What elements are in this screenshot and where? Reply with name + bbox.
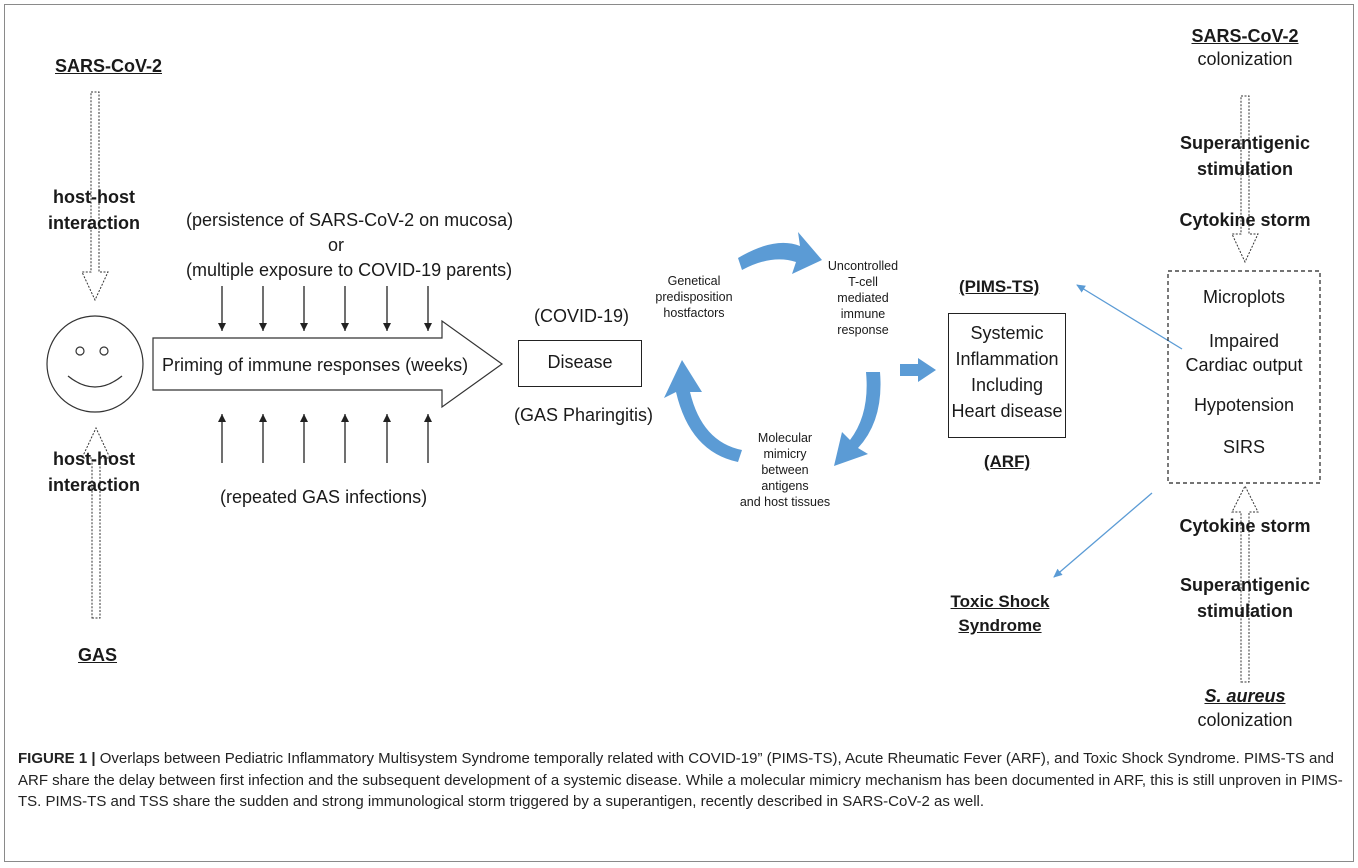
s-aureus-colonization-label: colonization [1197,710,1293,730]
symptom-hypotension: Hypotension [1193,395,1295,415]
gas-pharingitis-label: (GAS Pharingitis) [514,405,654,425]
sars-colonization-arrow [1231,95,1259,264]
symptom-sirs: SIRS [1222,437,1265,457]
priming-arrow [152,319,504,409]
repeated-infections-label: (repeated GAS infections) [220,487,428,507]
cycle-arrow-top [738,232,822,274]
pims-ts-label: (PIMS-TS) [959,277,1040,296]
cycle-arrow-left [664,360,742,462]
disease-box [518,340,642,387]
figure-label: FIGURE 1 | [18,750,96,767]
s-aureus-source: S. aureus [1204,686,1286,706]
to-tss-arrow [1053,492,1153,578]
sars-to-host-arrow [81,91,109,302]
gas-to-host-arrow [81,426,111,619]
cycle-arrow-right [834,372,881,466]
systemic-box [948,313,1066,438]
figure-frame [4,4,1354,862]
cytokine-storm-bottom: Cytokine storm [1179,516,1311,536]
tss-symptoms-list: Microplots Impaired Cardiac output Hypot… [1168,285,1320,459]
symptom-cardiac-output: Cardiac output [1185,355,1303,375]
figure-caption: FIGURE 1 | Overlaps between Pediatric In… [18,748,1343,813]
infection-up-arrows [218,414,432,463]
host-face-icon [46,315,144,413]
immune-cycle-arrows [664,232,936,466]
cycle-to-systemic-arrow [900,358,936,382]
priming-arrow-label: Priming of immune responses (weeks) [162,355,469,375]
sars-cov2-colonization-source: SARS-CoV-2 [1191,26,1299,46]
priming-exposure-text: (persistence of SARS-CoV-2 on mucosa) or… [186,210,514,280]
covid19-label: (COVID-19) [534,306,630,326]
sars-colonization-label: colonization [1197,49,1293,69]
cytokine-storm-top: Cytokine storm [1179,210,1311,230]
sars-cov2-source-label: SARS-CoV-2 [55,56,163,76]
caption-text: Overlaps between Pediatric Inflammatory … [18,750,1343,810]
gas-source-label: GAS [78,645,118,665]
saureus-colonization-arrow [1231,484,1259,683]
symptom-microplots: Microplots [1202,287,1286,307]
to-pims-arrow [1076,284,1183,350]
arf-label: (ARF) [983,452,1031,471]
exposure-down-arrows [218,286,432,331]
symptom-impaired: Impaired [1208,331,1280,351]
disease-label: Disease [547,352,613,372]
